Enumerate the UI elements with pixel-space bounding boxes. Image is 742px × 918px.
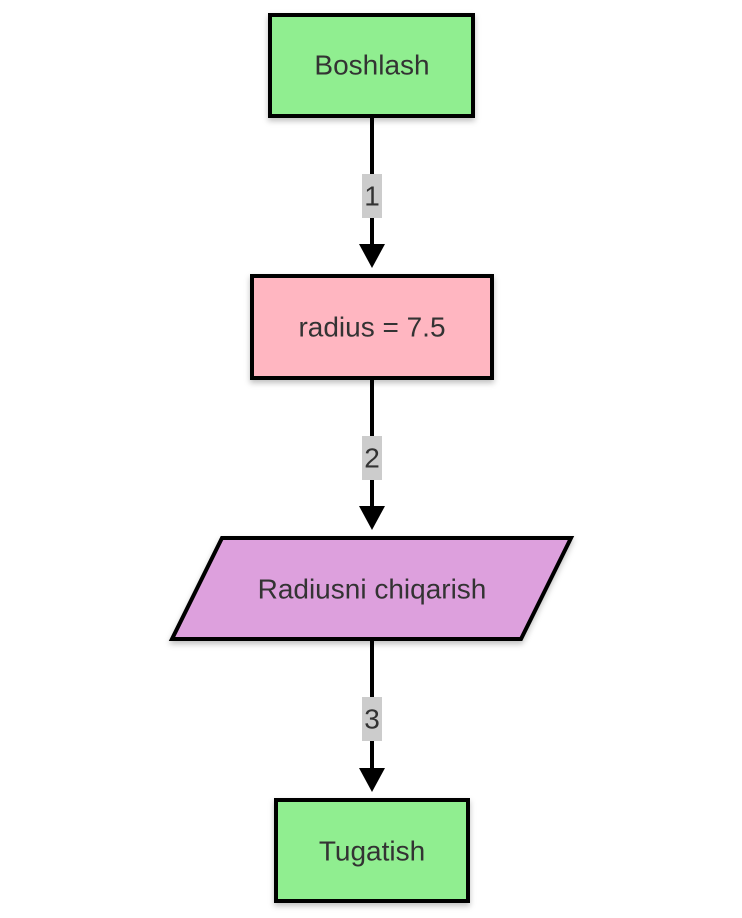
edge-label: 3 <box>364 704 380 735</box>
edge-label: 1 <box>364 181 380 212</box>
edge-label: 2 <box>364 443 380 474</box>
node-output[interactable]: Radiusni chiqarish <box>168 536 575 641</box>
arrow-head <box>359 768 385 792</box>
edge-start-to-assign: 1 <box>359 117 385 268</box>
end-terminal-box <box>274 798 470 903</box>
edge-label-background <box>362 436 382 480</box>
arrow-head <box>359 244 385 268</box>
edge-assign-to-output: 2 <box>359 379 385 530</box>
edge-label-background <box>362 697 382 741</box>
arrow-head <box>359 506 385 530</box>
process-box <box>250 274 494 380</box>
node-label: radius = 7.5 <box>298 312 445 343</box>
edge-label-background <box>362 174 382 218</box>
node-assign[interactable]: radius = 7.5 <box>250 274 494 380</box>
node-start[interactable]: Boshlash <box>268 13 475 118</box>
start-terminal-box <box>268 13 475 118</box>
edge-output-to-end: 3 <box>359 640 385 792</box>
node-label: Radiusni chiqarish <box>258 574 487 605</box>
node-end[interactable]: Tugatish <box>274 798 470 903</box>
io-parallelogram <box>168 536 575 641</box>
node-label: Tugatish <box>319 836 425 867</box>
node-label: Boshlash <box>314 50 429 81</box>
